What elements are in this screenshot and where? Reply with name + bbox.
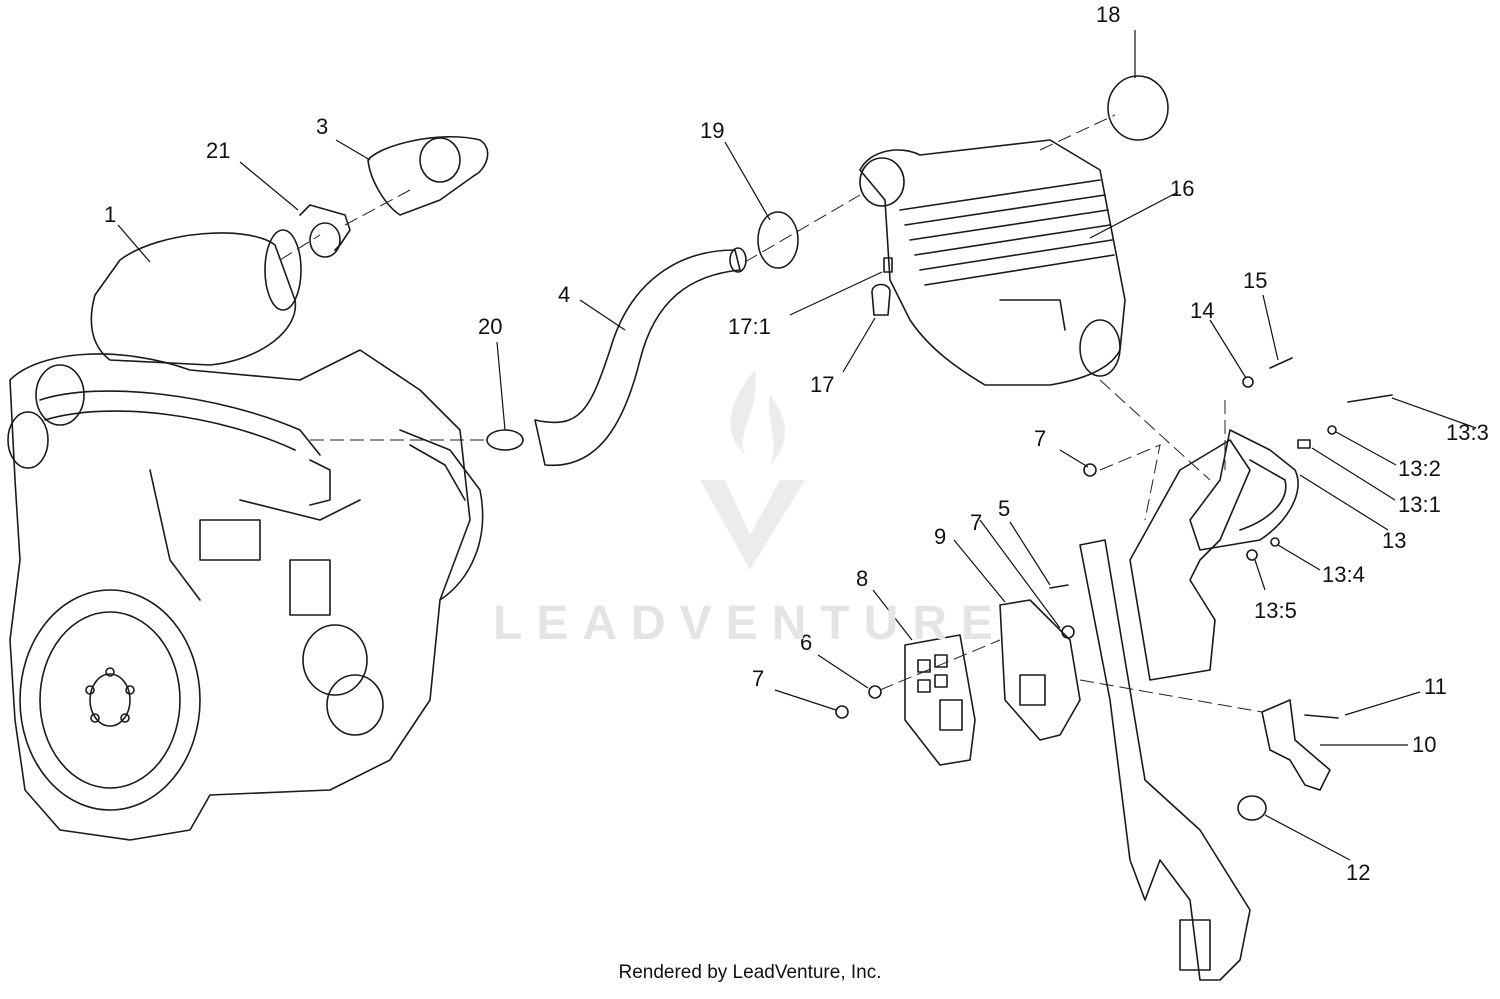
- callout-4: 4: [558, 282, 570, 307]
- watermark-text: LEADVENTURE: [492, 597, 1008, 650]
- part-7-nut: [835, 705, 849, 719]
- callout-7-mid: 7: [970, 510, 982, 535]
- callout-13-4: 13:4: [1322, 562, 1365, 587]
- callout-16: 16: [1170, 176, 1194, 201]
- part-20-clamp: [486, 429, 524, 451]
- callout-6: 6: [800, 630, 812, 655]
- callout-9: 9: [934, 524, 946, 549]
- part-6-washer: [868, 685, 882, 699]
- callout-10: 10: [1412, 732, 1436, 757]
- callout-20: 20: [478, 314, 502, 339]
- callout-13-2: 13:2: [1398, 456, 1441, 481]
- watermark-logo: [700, 370, 805, 570]
- part-7-nut: [1083, 463, 1097, 477]
- part-21-clamp: [299, 204, 351, 258]
- alignment-lines: [279, 114, 1263, 713]
- footer-credit: Rendered by LeadVenture, Inc.: [618, 962, 882, 983]
- part-11-bolt: [1304, 714, 1339, 719]
- part-15-bolt: [1269, 357, 1293, 369]
- callout-5: 5: [998, 496, 1010, 521]
- callout-13-5: 13:5: [1254, 598, 1297, 623]
- part-18-clamp: [1107, 75, 1169, 141]
- engine-assembly: [7, 229, 484, 841]
- callout-13: 13: [1382, 528, 1406, 553]
- callout-19: 19: [700, 118, 724, 143]
- callout-21: 21: [206, 138, 230, 163]
- part-4-intake-hose: [534, 247, 747, 467]
- callout-17: 17: [810, 372, 834, 397]
- callout-13-1: 13:1: [1398, 492, 1441, 517]
- part-9-plate: [999, 599, 1081, 741]
- callout-11: 11: [1424, 674, 1447, 699]
- part-14-washer: [1242, 376, 1254, 388]
- part-13-belt-guard: [1189, 429, 1299, 551]
- callout-3: 3: [316, 114, 328, 139]
- part-10-bracket: [1261, 699, 1331, 791]
- callout-15: 15: [1243, 268, 1267, 293]
- part-17-valve: [871, 257, 893, 316]
- part-5-bolt: [1049, 584, 1069, 589]
- callout-labels: 1 21 3 4 20 19 16 18 17:1 17 14 15 13:3 …: [104, 2, 1489, 885]
- callout-17-1: 17:1: [728, 314, 771, 339]
- part-13-5-nut: [1246, 549, 1258, 561]
- part-12-clip: [1237, 795, 1267, 821]
- callout-7-top: 7: [1034, 426, 1046, 451]
- part-7-nut: [1061, 625, 1075, 639]
- part-8-ecu-module: [904, 634, 976, 766]
- part-13-3-bolt: [1347, 394, 1393, 403]
- callout-7-left: 7: [752, 666, 764, 691]
- callout-8: 8: [856, 566, 868, 591]
- mount-bracket: [1079, 439, 1251, 981]
- leader-lines: [117, 30, 1477, 861]
- part-3-elbow-hose: [367, 135, 489, 216]
- part-13-2-washer: [1327, 425, 1337, 435]
- part-13-4-washer: [1270, 537, 1280, 547]
- callout-13-3: 13:3: [1446, 420, 1489, 445]
- callout-18: 18: [1096, 2, 1120, 27]
- callout-14: 14: [1190, 298, 1214, 323]
- part-13-1-spring: [1297, 439, 1311, 449]
- part-19-clamp: [757, 211, 799, 269]
- callout-12: 12: [1346, 860, 1370, 885]
- callout-1: 1: [104, 202, 116, 227]
- part-16-air-cleaner: [859, 139, 1126, 386]
